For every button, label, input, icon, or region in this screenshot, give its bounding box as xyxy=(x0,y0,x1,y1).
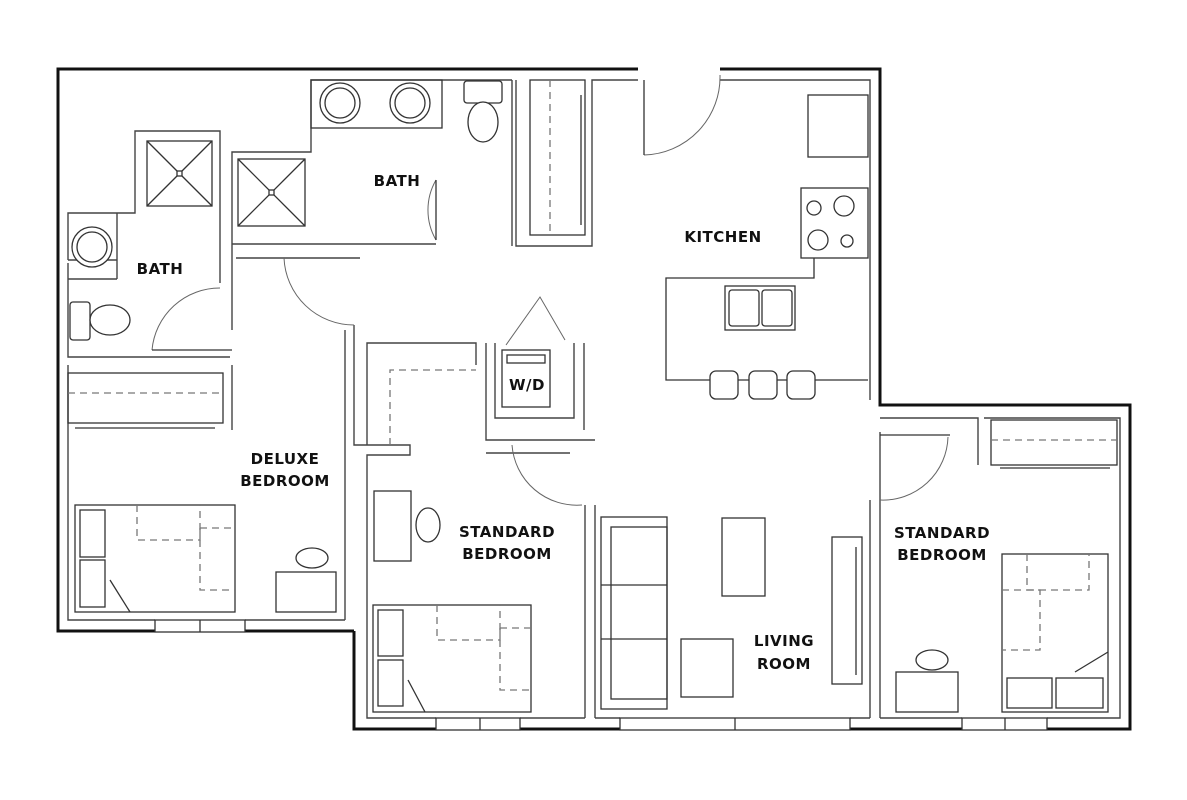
label-std-center-2: BEDROOM xyxy=(462,545,552,563)
deluxe-desk xyxy=(275,547,337,613)
stove xyxy=(800,187,869,259)
interior-walls xyxy=(67,79,1121,719)
room-labels: BATH BATH KITCHEN W/D DELUXE BEDROOM STA… xyxy=(137,172,990,673)
tv-console xyxy=(831,536,863,685)
label-std-right-1: STANDARD xyxy=(894,524,990,542)
label-living-1: LIVING xyxy=(754,632,814,650)
coffee-table xyxy=(721,517,766,597)
center-desk xyxy=(373,490,441,562)
label-bath-left: BATH xyxy=(137,260,184,278)
label-std-right-2: BEDROOM xyxy=(897,546,987,564)
windows xyxy=(154,619,1048,731)
side-table xyxy=(680,638,734,698)
doors xyxy=(151,74,950,506)
exterior-walls xyxy=(56,67,1132,731)
label-deluxe-2: BEDROOM xyxy=(240,472,330,490)
shower-left xyxy=(146,140,213,207)
toilet-top xyxy=(463,80,503,143)
deluxe-bed xyxy=(74,504,236,613)
label-std-center-1: STANDARD xyxy=(459,523,555,541)
toilet-left xyxy=(69,301,131,341)
kitchen-island xyxy=(665,258,868,381)
washer-dryer xyxy=(501,349,551,408)
bar-stools xyxy=(709,370,816,400)
refrigerator xyxy=(807,94,869,158)
label-bath-top: BATH xyxy=(374,172,421,190)
deluxe-closet xyxy=(67,372,224,429)
label-wd: W/D xyxy=(509,376,545,394)
right-bed xyxy=(1001,553,1109,713)
center-bed xyxy=(372,604,532,713)
label-deluxe-1: DELUXE xyxy=(251,450,320,468)
sofa xyxy=(600,516,668,710)
center-closet-dashed xyxy=(389,369,476,445)
hall-closet xyxy=(529,79,586,236)
shower-top xyxy=(237,158,306,227)
sink-left xyxy=(71,226,113,268)
label-kitchen: KITCHEN xyxy=(684,228,761,246)
right-closet xyxy=(990,419,1118,469)
vanity-double-sink xyxy=(310,79,443,129)
right-desk xyxy=(895,649,959,713)
label-living-2: ROOM xyxy=(757,655,811,673)
